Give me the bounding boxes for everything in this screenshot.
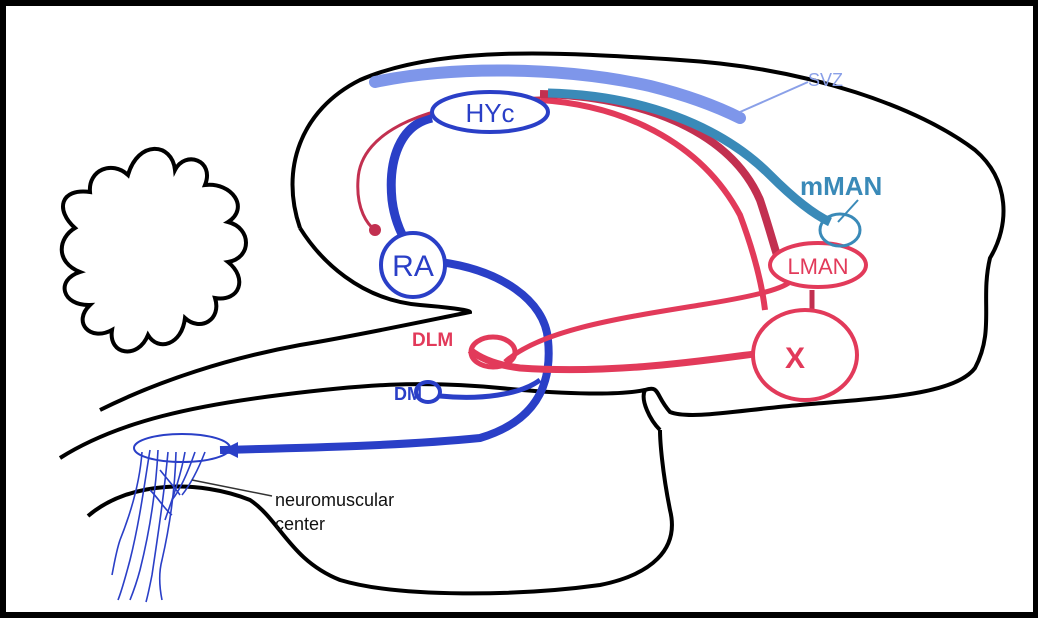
dlm-label: DLM <box>412 330 453 351</box>
x-label: X <box>785 342 805 375</box>
ra-to-brainstem-pathway <box>220 262 549 450</box>
dm-label: DM <box>394 384 422 404</box>
mman-pathway <box>548 93 830 222</box>
ra-label: RA <box>392 250 434 283</box>
center-label: center <box>275 514 325 534</box>
hyc-to-ra-pathway <box>391 118 432 245</box>
hyc-to-x-pathway <box>540 100 765 310</box>
mman-label: mMAN <box>800 171 882 201</box>
svz-pointer-line <box>740 82 808 112</box>
ra-red-terminal <box>369 224 381 236</box>
lman-label: LMAN <box>787 254 848 279</box>
hyc-label: HYc <box>465 98 514 128</box>
nerve-fibers <box>112 450 205 602</box>
neuromuscular-label: neuromuscular <box>275 490 394 510</box>
svz-label: SVZ <box>808 70 843 90</box>
cerebellum-outline <box>62 149 246 352</box>
